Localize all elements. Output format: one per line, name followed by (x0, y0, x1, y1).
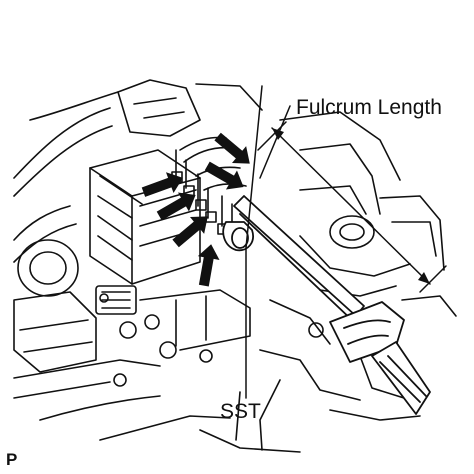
arrow-icon (156, 192, 196, 221)
dimension-arrowheads (272, 128, 430, 284)
pointer-arrows (141, 132, 250, 287)
arrow-icon (197, 244, 220, 287)
arrow-icon (141, 172, 183, 197)
sst-label: SST (220, 400, 261, 423)
dimension-lines (245, 85, 447, 399)
engine-background (13, 79, 457, 453)
arrow-icon (172, 216, 208, 248)
figure-code-label: P (6, 450, 18, 469)
arrow-icon (214, 132, 250, 164)
arrow-icon (204, 161, 244, 190)
sst-wrench (222, 195, 431, 415)
fulcrum-length-label: Fulcrum Length (296, 96, 442, 119)
